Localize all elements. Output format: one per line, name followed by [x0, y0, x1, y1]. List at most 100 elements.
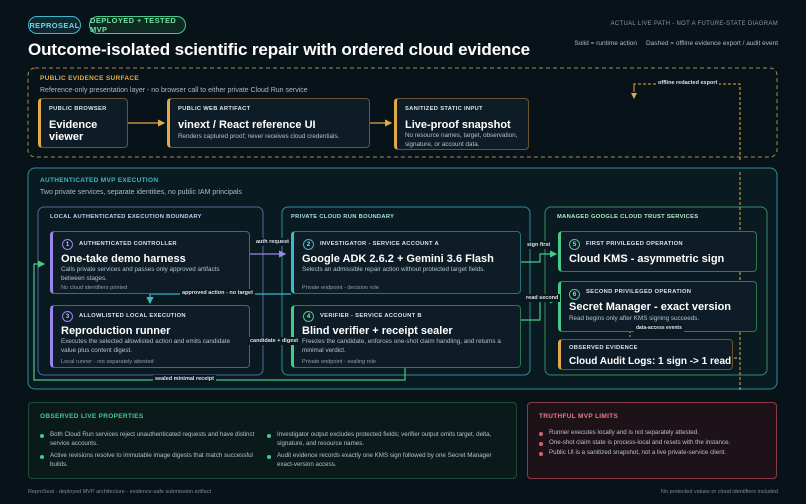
step-3-runner-card: 3 ALLOWLISTED LOCAL EXECUTION Reproducti… [50, 305, 250, 368]
list-item-text: Investigator output excludes protected f… [277, 431, 492, 447]
bullet-icon [539, 441, 543, 446]
list-item: Public UI is a sanitized snapshot, not a… [539, 449, 769, 458]
step-number: 4 [303, 311, 314, 322]
list-item: Active revisions resolve to immutable im… [40, 452, 255, 470]
line-legend: Solid = runtime action Dashed = offline … [574, 40, 778, 47]
auth-request-label: auth request [254, 238, 292, 246]
card-text: Selects an admissible repair action with… [302, 266, 486, 273]
card-footnote: Local runner - not separately attested [61, 359, 154, 365]
card-title: Cloud Audit Logs: 1 sign -> 1 read [569, 356, 732, 367]
data-access-label: data-access events [634, 324, 684, 332]
auth-exec-desc: Two private services, separate identitie… [40, 189, 242, 196]
cloud-boundary-label: PRIVATE CLOUD RUN BOUNDARY [291, 214, 395, 220]
list-item-text: One-shot claim state is process-local an… [549, 438, 731, 446]
card-label: OBSERVED EVIDENCE [569, 345, 638, 351]
card-label: SANITIZED STATIC INPUT [405, 106, 483, 112]
list-item-text: Runner executes locally and is not separ… [549, 429, 699, 436]
card-text: Calls private services and passes only a… [61, 266, 220, 282]
limits-list: Runner executes locally and is not separ… [539, 429, 769, 458]
local-boundary [37, 206, 264, 376]
card-label: SECOND PRIVILEGED OPERATION [586, 289, 692, 295]
cloud-boundary [281, 206, 531, 376]
card-title: Reproduction runner [61, 325, 171, 337]
brand-badge: REPROSEAL [28, 16, 81, 34]
public-web-artifact-card: PUBLIC WEB ARTIFACT vinext / React refer… [167, 98, 370, 148]
bullet-icon [539, 451, 543, 456]
bullet-icon [267, 434, 271, 438]
bullet-icon [267, 454, 271, 459]
local-boundary-label: LOCAL AUTHENTICATED EXECUTION BOUNDARY [50, 214, 202, 220]
card-label: AUTHENTICATED CONTROLLER [79, 241, 177, 247]
step-number: 6 [569, 289, 580, 300]
step-4-verifier-card: 4 VERIFIER - SERVICE ACCOUNT B Blind ver… [291, 305, 521, 368]
card-title: vinext / React reference UI [178, 119, 316, 131]
list-item: Audit evidence records exactly one KMS s… [267, 452, 492, 470]
step-2-investigator-card: 2 INVESTIGATOR - SERVICE ACCOUNT A Googl… [291, 231, 521, 294]
card-title: Cloud KMS - asymmetric sign [569, 253, 725, 265]
limits-heading: TRUTHFUL MVP LIMITS [539, 413, 619, 420]
public-surface-boundary [27, 67, 778, 158]
approved-action-label: approved action - no target [180, 289, 255, 297]
footer-right: No protected values or cloud identifiers… [660, 489, 778, 495]
list-item: Both Cloud Run services reject unauthent… [40, 431, 255, 449]
public-surface-heading: PUBLIC EVIDENCE SURFACE [40, 75, 139, 82]
step-1-controller-card: 1 AUTHENTICATED CONTROLLER One-take demo… [50, 231, 250, 294]
step-number: 5 [569, 239, 580, 250]
step-5-kms-card: 5 FIRST PRIVILEGED OPERATION Cloud KMS -… [558, 231, 757, 272]
card-footnote: Private endpoint - sealing role [302, 359, 377, 365]
step-6-secret-manager-card: 6 SECOND PRIVILEGED OPERATION Secret Man… [558, 281, 757, 332]
step-number: 1 [62, 239, 73, 250]
card-title: Secret Manager - exact version [569, 301, 732, 313]
card-label: PUBLIC BROWSER [49, 106, 107, 112]
status-badge: DEPLOYED + TESTED MVP [89, 16, 186, 34]
list-item: One-shot claim state is process-local an… [539, 439, 769, 448]
live-proof-snapshot-card: SANITIZED STATIC INPUT Live-proof snapsh… [394, 98, 529, 150]
sealed-receipt-label: sealed minimal receipt [153, 375, 216, 383]
list-item-text: Audit evidence records exactly one KMS s… [277, 451, 492, 468]
card-text: Executes the selected allowlisted action… [61, 338, 231, 354]
trust-boundary [544, 206, 768, 376]
candidate-digest-label: candidate + digest [248, 337, 301, 345]
public-browser-card: PUBLIC BROWSER Evidence viewer [38, 98, 128, 148]
list-item-text: Public UI is a sanitized snapshot, not a… [549, 448, 727, 456]
list-item-text: Both Cloud Run services reject unauthent… [50, 431, 255, 447]
observed-properties-panel: OBSERVED LIVE PROPERTIES Both Cloud Run … [28, 402, 517, 479]
bullet-icon [40, 454, 44, 459]
audit-logs-card: OBSERVED EVIDENCE Cloud Audit Logs: 1 si… [558, 339, 733, 370]
card-text: Renders captured proof; never receives c… [178, 133, 340, 140]
card-title: Live-proof snapshot [405, 119, 511, 131]
observed-left-list: Both Cloud Run services reject unauthent… [40, 431, 255, 470]
card-label: INVESTIGATOR - SERVICE ACCOUNT A [320, 241, 439, 247]
card-title: One-take demo harness [61, 253, 186, 265]
step-number: 2 [303, 239, 314, 250]
auth-exec-heading: AUTHENTICATED MVP EXECUTION [40, 177, 159, 184]
mvp-limits-panel: TRUTHFUL MVP LIMITS Runner executes loca… [527, 402, 777, 479]
trust-boundary-label: MANAGED GOOGLE CLOUD TRUST SERVICES [557, 214, 699, 220]
list-item: Runner executes locally and is not separ… [539, 429, 769, 438]
card-title: Blind verifier + receipt sealer [302, 325, 453, 337]
list-item-text: Active revisions resolve to immutable im… [50, 451, 253, 468]
card-label: VERIFIER - SERVICE ACCOUNT B [320, 313, 422, 319]
read-second-label: read second [524, 294, 561, 302]
card-text: No resource names, target, observation, … [405, 132, 518, 148]
observed-heading: OBSERVED LIVE PROPERTIES [40, 413, 144, 420]
card-footnote: No cloud identifiers printed [61, 285, 128, 291]
sign-first-label: sign first [525, 241, 553, 249]
bullet-icon [539, 432, 543, 436]
card-label: ALLOWLISTED LOCAL EXECUTION [79, 313, 186, 319]
card-text: Read begins only after KMS signing succe… [569, 315, 700, 322]
page-title: Outcome-isolated scientific repair with … [28, 40, 531, 59]
list-item: Investigator output excludes protected f… [267, 431, 492, 449]
card-title: Google ADK 2.6.2 + Gemini 3.6 Flash [302, 253, 494, 265]
public-surface-desc: Reference-only presentation layer - no b… [40, 87, 308, 94]
card-title: Evidence viewer [49, 119, 98, 143]
offline-export-label: offline redacted export [656, 79, 720, 87]
card-footnote: Private endpoint - decision role [302, 285, 379, 291]
footer-left: ReproSeal - deployed MVP architecture - … [28, 489, 212, 495]
diagram-note: ACTUAL LIVE PATH - NOT A FUTURE-STATE DI… [610, 21, 778, 27]
card-text: Freezes the candidate, enforces one-shot… [302, 338, 501, 354]
card-label: FIRST PRIVILEGED OPERATION [586, 241, 683, 247]
bullet-icon [40, 434, 44, 438]
card-label: PUBLIC WEB ARTIFACT [178, 106, 251, 112]
observed-right-list: Investigator output excludes protected f… [267, 431, 492, 470]
